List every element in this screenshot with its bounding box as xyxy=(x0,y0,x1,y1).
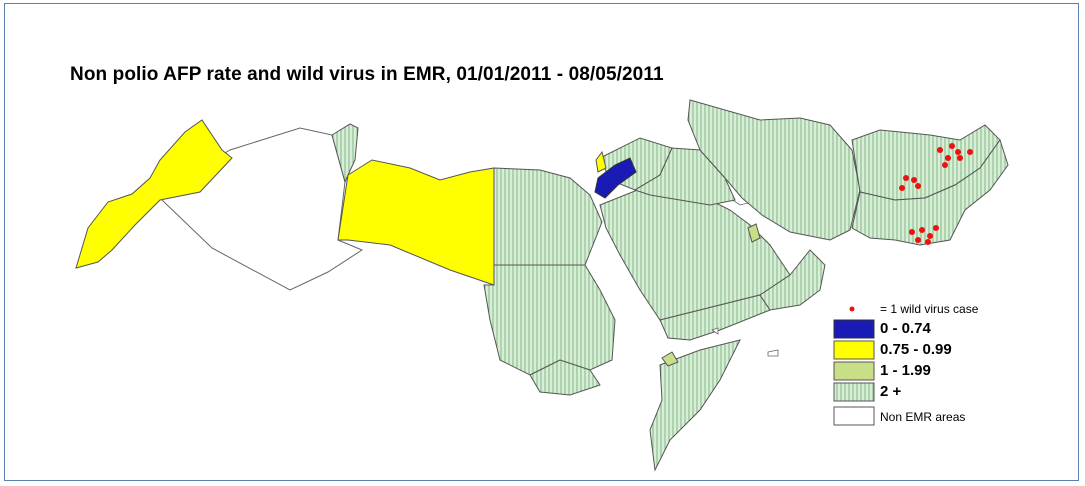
case-dot xyxy=(903,175,909,181)
case-dot xyxy=(949,143,955,149)
case-dot xyxy=(925,239,931,245)
case-dot xyxy=(911,177,917,183)
case-dot xyxy=(957,155,963,161)
case-dot xyxy=(937,147,943,153)
region-oman xyxy=(759,249,826,311)
region-island-2 xyxy=(711,327,719,335)
map-title: Non polio AFP rate and wild virus in EMR… xyxy=(70,64,664,85)
case-dot xyxy=(942,162,948,168)
region-pakistan xyxy=(851,138,1009,246)
region-egypt xyxy=(493,167,603,266)
wild-virus-cases xyxy=(899,143,973,245)
region-iran xyxy=(687,99,861,241)
region-sudan xyxy=(483,264,616,376)
case-dot xyxy=(967,149,973,155)
legend-swatch-1 xyxy=(833,340,875,360)
region-yemen xyxy=(659,294,771,341)
legend-swatch-0 xyxy=(833,319,875,339)
legend-swatch-3 xyxy=(833,382,875,402)
case-dot xyxy=(915,183,921,189)
legend-swatch-4 xyxy=(833,406,875,426)
case-dot xyxy=(933,225,939,231)
legend-case-note: = 1 wild virus case xyxy=(880,302,979,316)
legend xyxy=(833,306,875,426)
region-morocco xyxy=(75,119,233,269)
case-dot xyxy=(927,233,933,239)
region-djibouti xyxy=(661,351,679,367)
region-south-sudan xyxy=(529,359,601,396)
legend-label-0: 0 - 0.74 xyxy=(880,320,931,337)
case-dot xyxy=(909,229,915,235)
legend-swatch-2 xyxy=(833,361,875,381)
legend-label-1: 0.75 - 0.99 xyxy=(880,341,952,358)
region-iraq xyxy=(633,147,736,206)
legend-label-2: 1 - 1.99 xyxy=(880,362,931,379)
case-dot xyxy=(915,237,921,243)
legend-label-non-emr: Non EMR areas xyxy=(880,410,966,424)
case-dot xyxy=(945,155,951,161)
region-island-1 xyxy=(767,349,779,357)
region-tunisia xyxy=(331,123,359,184)
case-dot xyxy=(955,149,961,155)
region-libya xyxy=(337,159,495,286)
region-lebanon xyxy=(595,150,607,173)
case-dot xyxy=(899,185,905,191)
legend-label-3: 2 + xyxy=(880,383,902,400)
legend-case-dot xyxy=(849,306,855,312)
region-qatar xyxy=(747,223,761,243)
region-somalia xyxy=(649,339,741,472)
region-jordan xyxy=(594,157,637,199)
case-dot xyxy=(919,227,925,233)
